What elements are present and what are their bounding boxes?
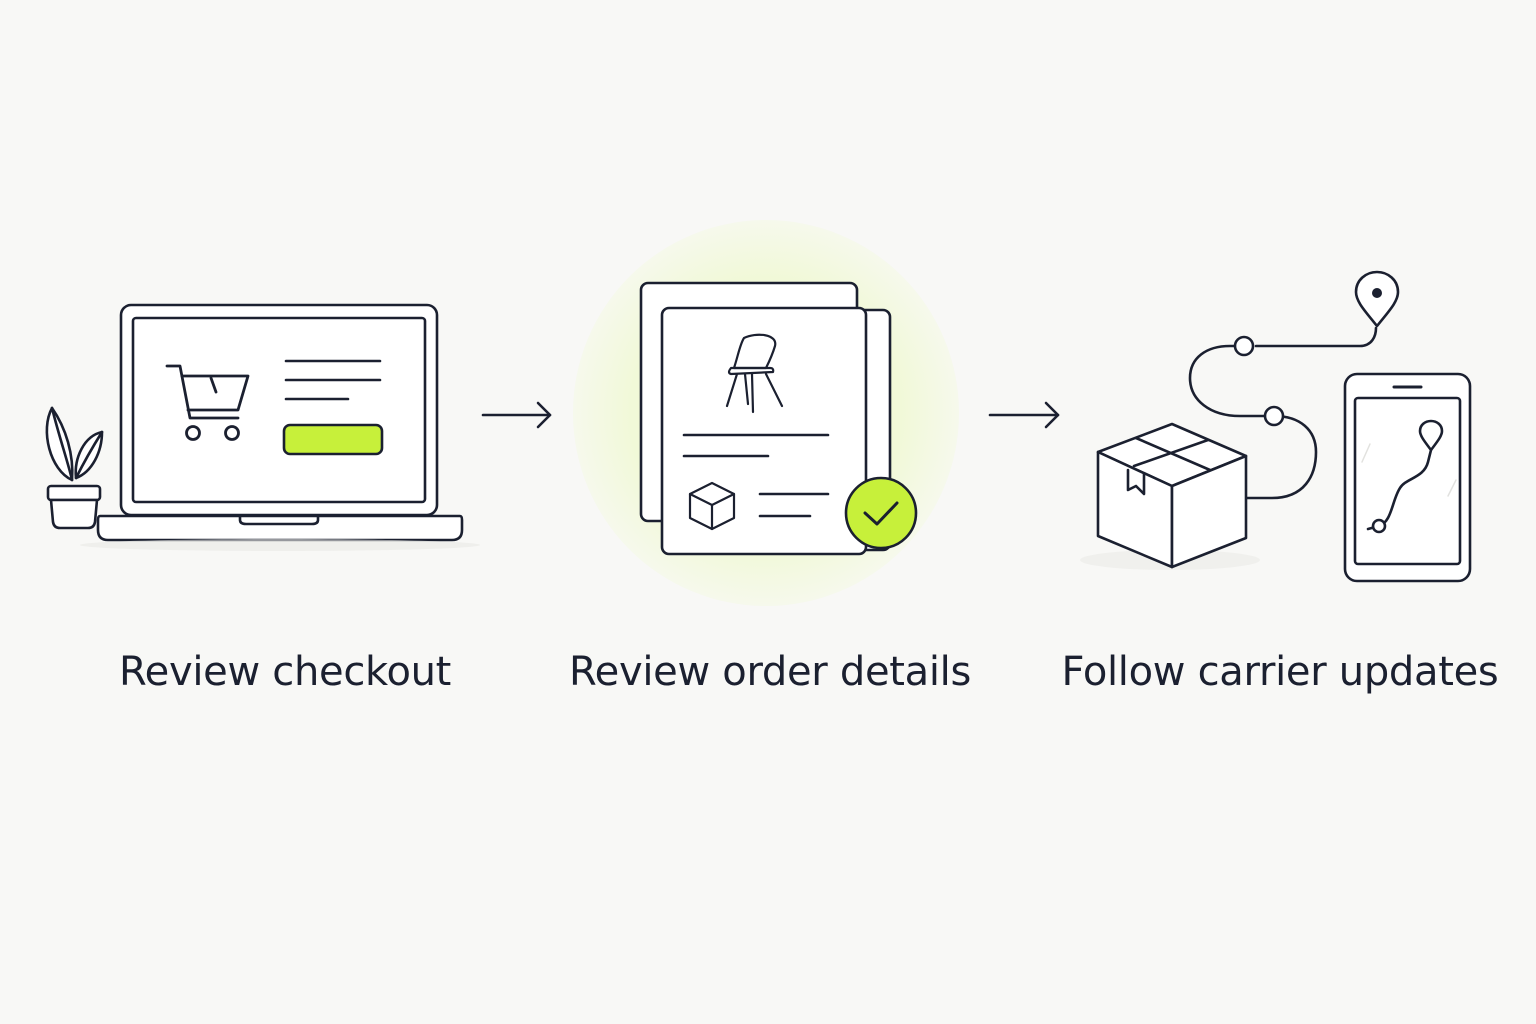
step-label-review-checkout: Review checkout: [118, 649, 452, 695]
check-badge-icon: [844, 476, 918, 550]
map-pin-icon: [1354, 270, 1400, 328]
parcel-tracking-icon: [1080, 270, 1472, 583]
step-label-review-order-details: Review order details: [568, 649, 972, 695]
plant-icon: [45, 406, 104, 530]
box-icon: [1096, 422, 1248, 569]
chair-icon: [725, 333, 784, 414]
phone-icon: [1343, 372, 1472, 583]
cart-icon: [165, 364, 250, 441]
order-document-icon: [573, 220, 959, 606]
laptop-cart-icon: [45, 303, 480, 551]
arrow-right-icon: [481, 401, 552, 429]
step-label-follow-carrier-updates: Follow carrier updates: [1061, 649, 1499, 695]
checkout-button-illustration: [282, 423, 384, 456]
package-icon: [688, 481, 736, 531]
arrow-right-icon: [988, 401, 1060, 429]
